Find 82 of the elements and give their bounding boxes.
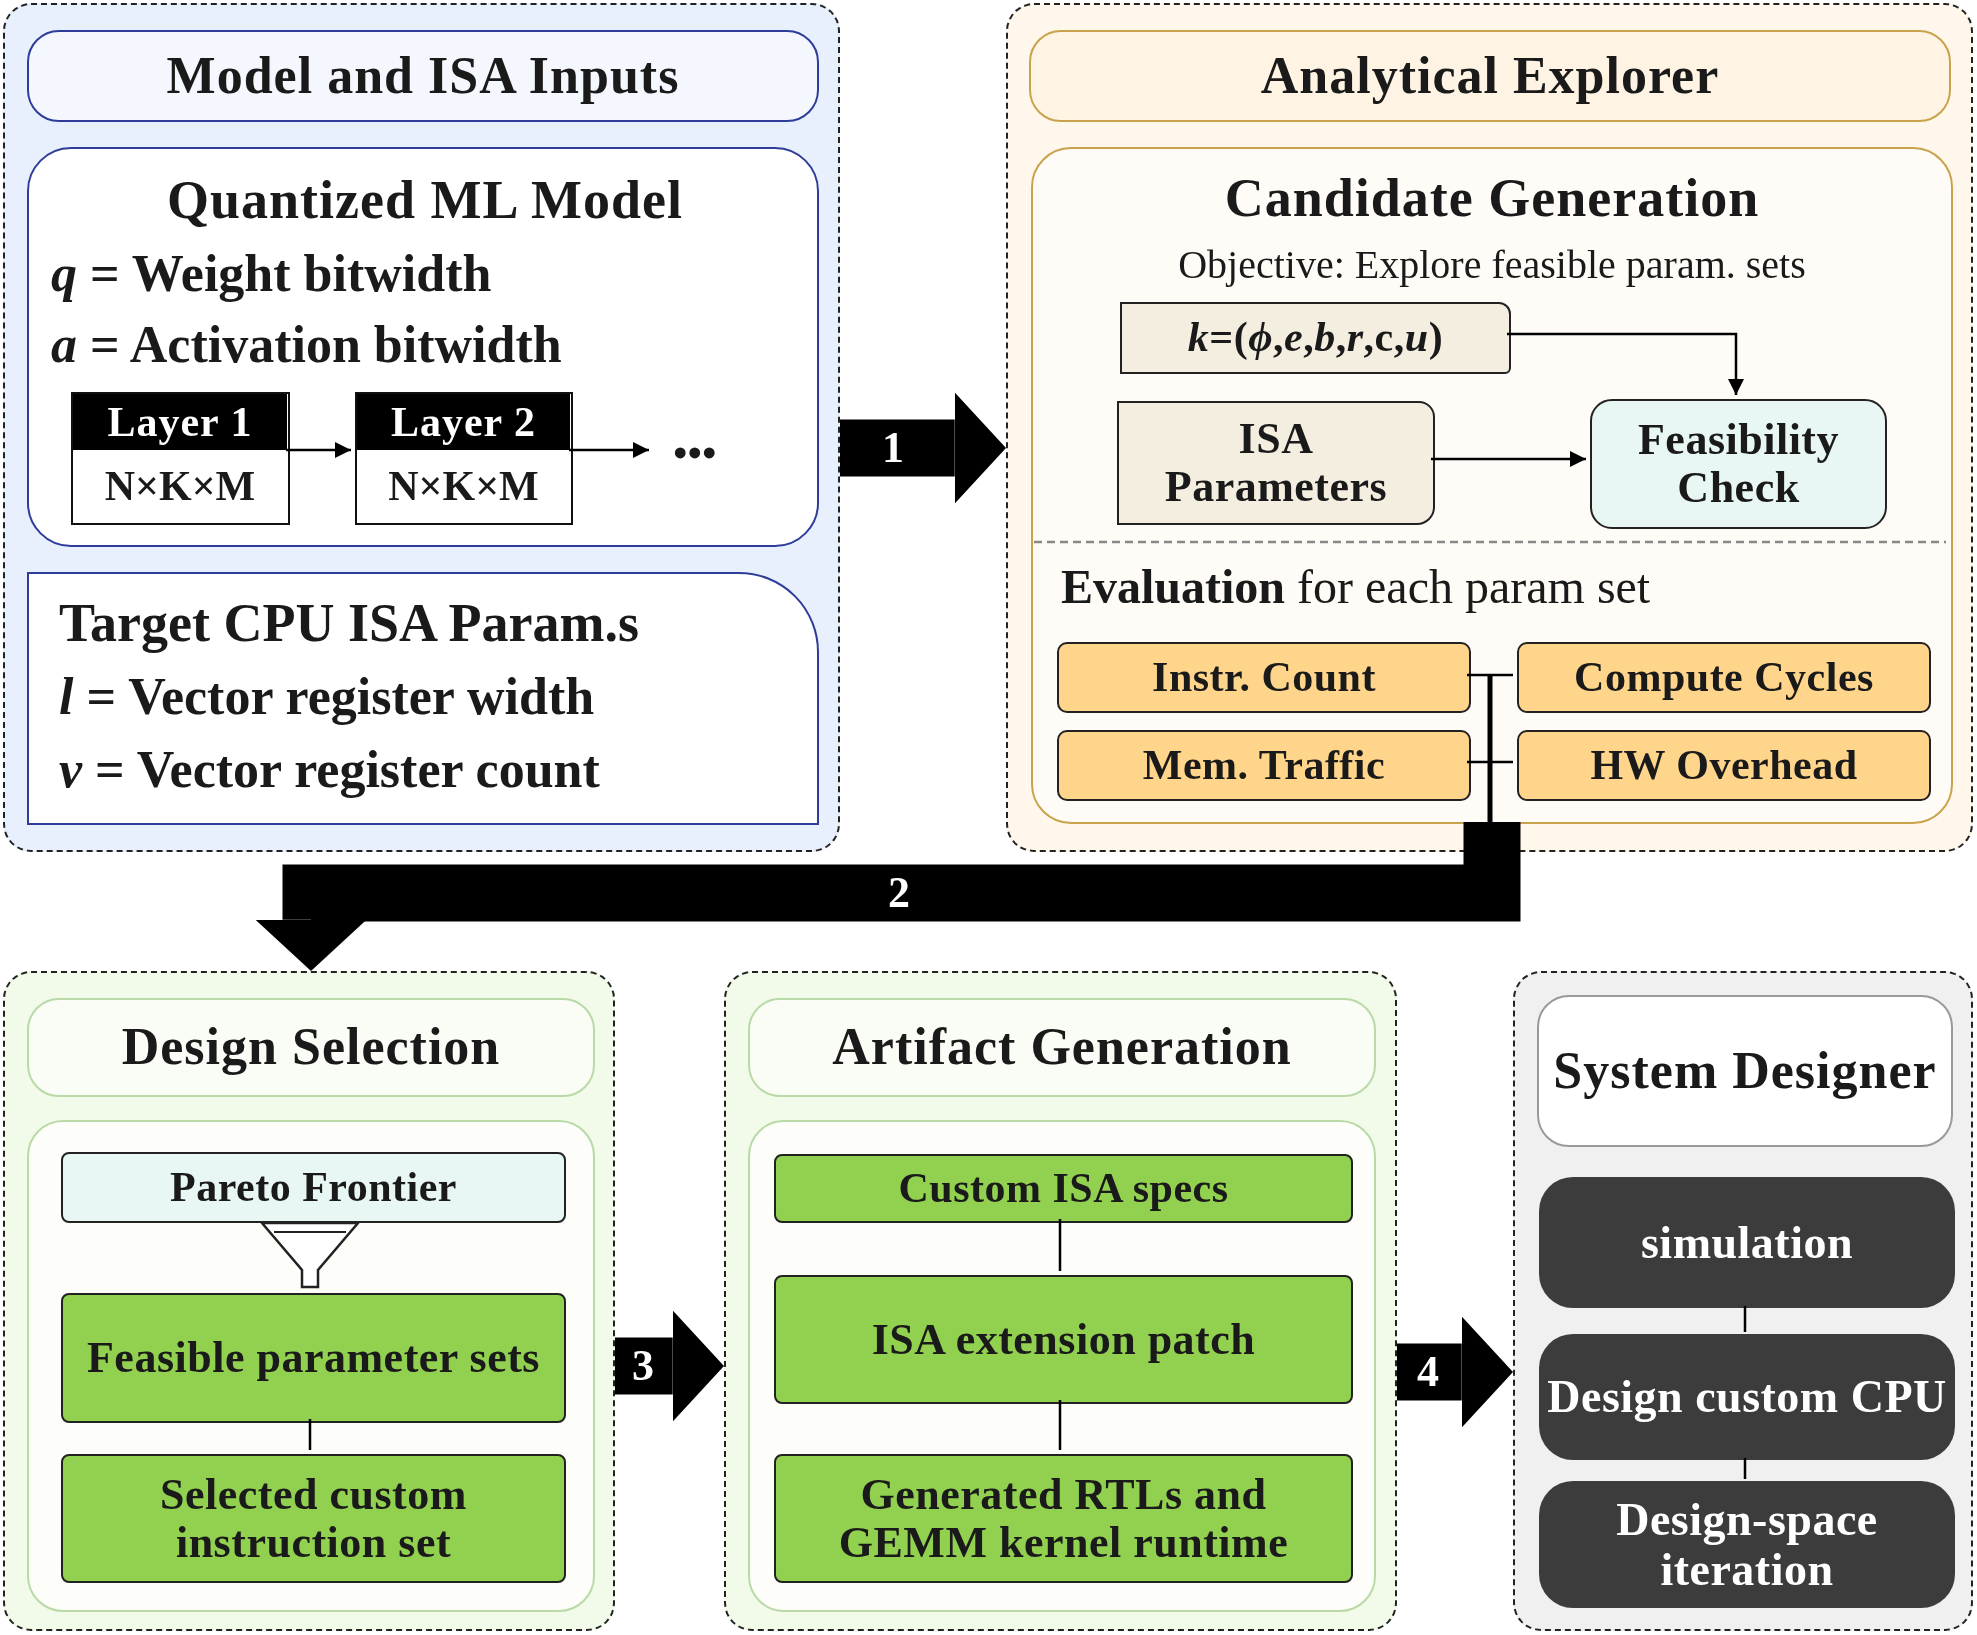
variable-definition: q = Weight bitwidth bbox=[51, 244, 493, 304]
connector-line bbox=[308, 1419, 312, 1450]
metric-box bbox=[1057, 642, 1471, 713]
step-number: 4 bbox=[1417, 1350, 1439, 1394]
connector-line bbox=[1743, 1306, 1747, 1332]
variable-definition: v = Vector register count bbox=[59, 740, 601, 800]
box-label: ISA extension patch bbox=[870, 1315, 1257, 1364]
process-box bbox=[1539, 1177, 1955, 1308]
panel-title: Model and ISA Inputs bbox=[27, 30, 819, 122]
panel bbox=[724, 971, 1397, 1631]
panel-title: Artifact Generation bbox=[748, 998, 1376, 1097]
box-label: Selected custom instruction set bbox=[159, 1471, 468, 1566]
panel bbox=[3, 971, 615, 1631]
inner-box bbox=[27, 1120, 595, 1612]
process-box bbox=[1539, 1334, 1955, 1460]
step-number: 2 bbox=[888, 871, 910, 915]
variable-definition: l = Vector register width bbox=[59, 667, 596, 727]
metric-box bbox=[1517, 642, 1931, 713]
params-box bbox=[27, 572, 819, 825]
metric-box bbox=[1057, 730, 1471, 801]
panel bbox=[1006, 3, 1973, 852]
section-heading: Evaluation for each param set bbox=[1061, 559, 1652, 615]
layer-box bbox=[355, 392, 573, 525]
process-box bbox=[774, 1454, 1353, 1583]
process-box bbox=[774, 1154, 1353, 1223]
box-label: Instr. Count bbox=[1151, 654, 1377, 701]
box-label: Custom ISA specs bbox=[897, 1165, 1230, 1212]
box-label: Compute Cycles bbox=[1573, 654, 1875, 701]
step-number: 3 bbox=[632, 1344, 654, 1388]
block-arrow bbox=[615, 1310, 724, 1422]
box-label: simulation bbox=[1639, 1217, 1854, 1268]
box-label: Mem. Traffic bbox=[1141, 742, 1387, 789]
block-arrow bbox=[1397, 1316, 1513, 1428]
box-label: Generated RTLs and GEMM kernel runtime bbox=[837, 1471, 1290, 1566]
arrow bbox=[1431, 451, 1586, 467]
objective-text: Objective: Explore feasible param. sets bbox=[1177, 241, 1807, 289]
layer-name: Layer 2 bbox=[357, 394, 570, 450]
box-label: Design custom CPU bbox=[1546, 1372, 1948, 1422]
box-heading: Candidate Generation bbox=[1223, 167, 1761, 229]
inner-box bbox=[748, 1120, 1376, 1612]
formula: k=(ϕ,e,b,r,c,u) bbox=[1186, 315, 1445, 361]
arrow bbox=[1507, 332, 1744, 395]
panel-title: Design Selection bbox=[27, 998, 595, 1097]
ellipsis: ••• bbox=[672, 432, 718, 476]
layer-box bbox=[71, 392, 290, 525]
panel bbox=[1513, 971, 1973, 1631]
process-box bbox=[61, 1454, 566, 1583]
block-arrow bbox=[840, 392, 1006, 504]
box-label: Pareto Frontier bbox=[169, 1164, 458, 1211]
layer-dimensions: N×K×M bbox=[387, 462, 540, 511]
block-arrow bbox=[255, 822, 1521, 971]
box-heading: Target CPU ISA Param.s bbox=[59, 592, 640, 654]
layer-name: Layer 1 bbox=[73, 394, 287, 450]
box-heading: Quantized ML Model bbox=[166, 169, 684, 231]
box-label: Feasibility Check bbox=[1636, 416, 1841, 512]
connector-line bbox=[1058, 1219, 1062, 1271]
connector-line bbox=[1467, 673, 1513, 677]
process-box bbox=[774, 1275, 1353, 1404]
panel bbox=[3, 3, 840, 852]
panel-title: System Designer bbox=[1537, 995, 1953, 1147]
arrow bbox=[569, 442, 649, 458]
process-box bbox=[1590, 399, 1887, 529]
variable-definition: a = Activation bitwidth bbox=[51, 315, 563, 375]
connector-line bbox=[1058, 1400, 1062, 1450]
box-label: ISA Parameters bbox=[1163, 415, 1389, 511]
arrow bbox=[286, 442, 351, 458]
panel-title: Analytical Explorer bbox=[1029, 30, 1951, 122]
step-number: 1 bbox=[882, 426, 904, 470]
metric-box bbox=[1517, 730, 1931, 801]
model-box bbox=[27, 147, 819, 547]
connector-line bbox=[1467, 760, 1513, 764]
box-label: Feasible parameter sets bbox=[86, 1334, 541, 1382]
box-label: Design-space iteration bbox=[1615, 1494, 1879, 1595]
process-box bbox=[1117, 401, 1435, 525]
connector-line bbox=[1743, 1458, 1747, 1479]
stage-box bbox=[1031, 147, 1953, 824]
box-label: HW Overhead bbox=[1589, 742, 1859, 789]
process-box bbox=[61, 1152, 566, 1223]
formula-box bbox=[1120, 302, 1511, 374]
process-box bbox=[1539, 1481, 1955, 1608]
layer-dimensions: N×K×M bbox=[103, 462, 257, 511]
process-box bbox=[61, 1293, 566, 1423]
